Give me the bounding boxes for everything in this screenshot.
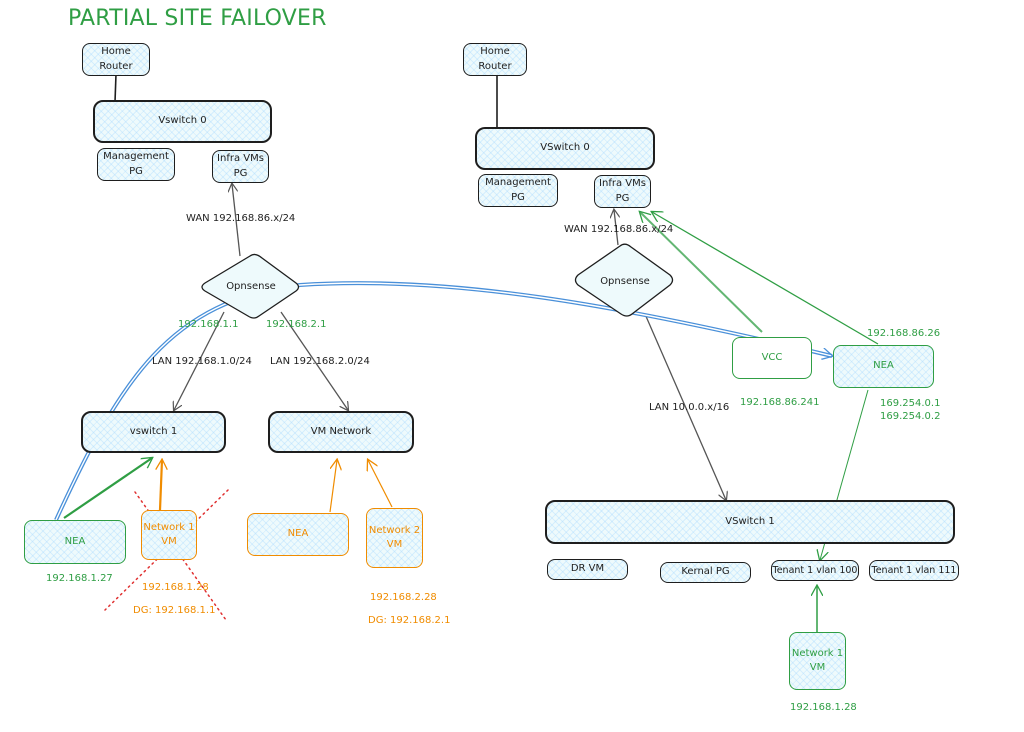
left-vswitch1: vswitch 1 — [81, 411, 226, 453]
left-infra-vms-pg: Infra VMs PG — [212, 150, 269, 183]
left-network2vm-to-vmnetwork-arrow — [368, 460, 393, 508]
right-nea-link-ip2: 169.254.0.2 — [880, 411, 941, 422]
right-vswitch0: VSwitch 0 — [475, 127, 655, 170]
left-lan1-gateway-ip: 192.168.1.1 — [178, 319, 239, 330]
failure-x-line-2 — [104, 489, 229, 611]
diagram-title: PARTIAL SITE FAILOVER — [68, 6, 327, 31]
left-vswitch0: Vswitch 0 — [93, 100, 272, 143]
left-nea-orange-to-vmnetwork-arrow — [329, 460, 337, 513]
left-opnsense-diamond — [201, 253, 300, 319]
tunnel-curve-inner — [55, 282, 832, 521]
right-vswitch1: VSwitch 1 — [545, 500, 955, 544]
left-lan2-gateway-ip: 192.168.2.1 — [266, 319, 327, 330]
left-nea-to-vswitch1-arrow — [63, 458, 152, 519]
right-lan-label: LAN 10.0.0.x/16 — [649, 402, 730, 413]
right-nea-ip: 192.168.86.26 — [867, 328, 941, 339]
left-nea-green: NEA — [24, 520, 126, 564]
right-home-router: Home Router — [463, 43, 527, 76]
right-opnsense-to-infra-arrow — [614, 210, 618, 246]
right-vcc-to-infra-arrow — [640, 212, 763, 333]
right-dr-vm: DR VM — [547, 559, 628, 580]
right-opnsense-label: Opnsense — [600, 276, 650, 287]
right-nea: NEA — [833, 345, 934, 388]
right-infra-vms-pg: Infra VMs PG — [594, 175, 651, 208]
left-nea-orange: NEA — [247, 513, 349, 556]
left-network2-vm-ip: 192.168.2.28 — [370, 592, 437, 603]
left-network2-vm: Network 2 VM — [366, 508, 423, 568]
right-vcc: VCC — [732, 337, 812, 379]
left-router-to-vswitch0-line — [114, 73, 117, 103]
right-network1-vm: Network 1 VM — [789, 632, 846, 690]
right-opnsense-to-vswitch1-arrow — [644, 313, 726, 500]
left-network1-vm-ip: 192.168.1.28 — [142, 582, 209, 593]
left-lan2-label: LAN 192.168.2.0/24 — [270, 356, 370, 367]
right-tenant-vlan100: Tenant 1 vlan 100 — [771, 560, 859, 581]
left-opnsense-to-vswitch1-arrow — [174, 311, 225, 410]
left-wan-label: WAN 192.168.86.x/24 — [186, 213, 296, 224]
right-opnsense-diamond — [574, 243, 674, 317]
left-opnsense-to-vmnetwork-arrow — [280, 311, 348, 410]
left-network1-vm-dg: DG: 192.168.1.1 — [133, 605, 216, 616]
right-kernal-pg: Kernal PG — [660, 562, 751, 583]
right-vcc-ip: 192.168.86.241 — [740, 397, 820, 408]
left-opnsense-label: Opnsense — [226, 281, 276, 292]
left-home-router: Home Router — [82, 43, 150, 76]
right-nea-to-infra-arrow — [652, 212, 879, 345]
left-lan1-label: LAN 192.168.1.0/24 — [152, 356, 252, 367]
left-opnsense-to-infra-arrow — [232, 184, 241, 257]
right-nea-link-ip1: 169.254.0.1 — [880, 398, 941, 409]
left-network1vm-to-vswitch1-arrow — [160, 460, 162, 511]
left-network2-vm-dg: DG: 192.168.2.1 — [368, 615, 451, 626]
right-network1-vm-ip: 192.168.1.28 — [790, 702, 857, 713]
left-network1-vm: Network 1 VM — [141, 510, 197, 560]
right-wan-label: WAN 192.168.86.x/24 — [564, 224, 674, 235]
left-nea-green-ip: 192.168.1.27 — [46, 573, 113, 584]
left-management-pg: Management PG — [97, 148, 175, 181]
right-management-pg: Management PG — [478, 174, 558, 207]
right-tenant-vlan111: Tenant 1 vlan 111 — [869, 560, 959, 581]
left-vm-network: VM Network — [268, 411, 414, 453]
